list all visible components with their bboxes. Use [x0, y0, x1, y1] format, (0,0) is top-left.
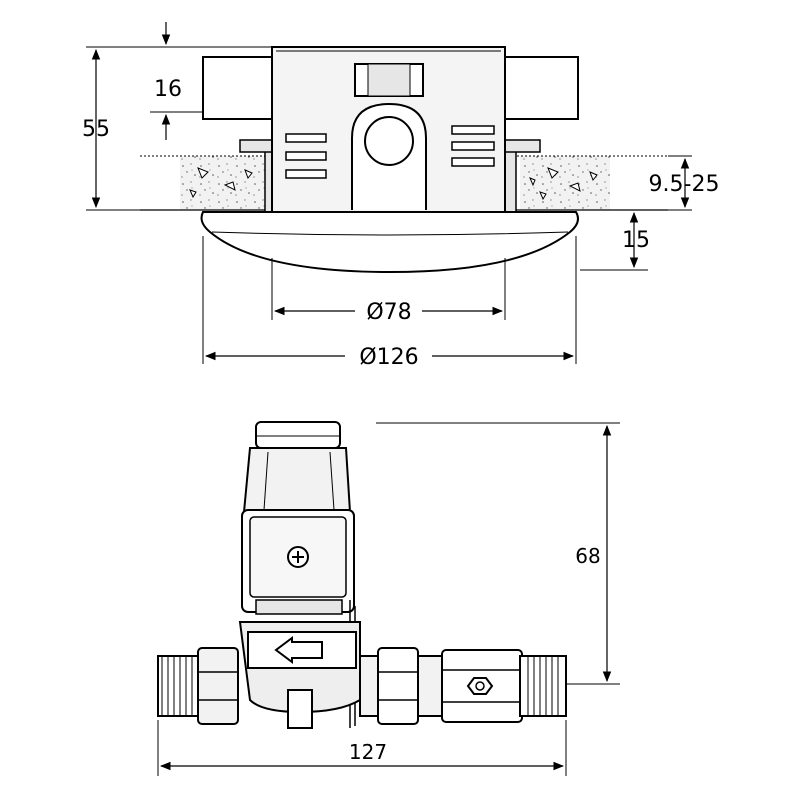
label-d78: Ø78 [366, 300, 411, 325]
dimension-valve-height: 68 [376, 422, 620, 685]
vent-slots-right [451, 125, 495, 167]
label-16: 16 [154, 77, 182, 102]
coil-cap [255, 421, 341, 449]
flow-direction-arrow-icon [274, 636, 323, 664]
valve-outlet [287, 689, 313, 729]
top-view: 55 16 9.5-25 15 Ø78 [82, 22, 719, 370]
dimension-ceiling-thickness: 9.5-25 [649, 155, 720, 211]
dimension-cutout-diameter: Ø78 [271, 258, 506, 325]
dimension-height-overall: 55 [82, 46, 272, 211]
center-hole [364, 116, 414, 166]
label-d126: Ø126 [359, 345, 418, 370]
label-68: 68 [575, 544, 600, 568]
hex-screw-icon [466, 677, 494, 695]
label-15: 15 [622, 228, 650, 253]
left-compression-nut [197, 647, 239, 725]
dimension-valve-length: 127 [157, 720, 567, 776]
valve-view: 68 127 [157, 421, 620, 776]
label-9-5-25: 9.5-25 [649, 172, 720, 197]
label-127: 127 [349, 740, 387, 764]
label-55: 55 [82, 117, 110, 142]
screw-icon [287, 546, 309, 568]
trim-bezel [200, 211, 579, 274]
dimension-height-top: 16 [150, 22, 203, 140]
ceiling-slab-left [140, 155, 272, 211]
dimension-trim-diameter: Ø126 [202, 236, 577, 370]
coil-body [242, 447, 352, 513]
housing-ear-left [202, 56, 282, 120]
dimension-trim-depth: 15 [580, 211, 650, 271]
clip-right [501, 139, 541, 153]
left-threaded-end [157, 655, 201, 717]
right-threaded-end [519, 655, 567, 717]
housing-ear-right [499, 56, 579, 120]
middle-connector [359, 647, 443, 725]
ceiling-slab-right [505, 155, 668, 211]
vent-slots-left [285, 133, 327, 179]
